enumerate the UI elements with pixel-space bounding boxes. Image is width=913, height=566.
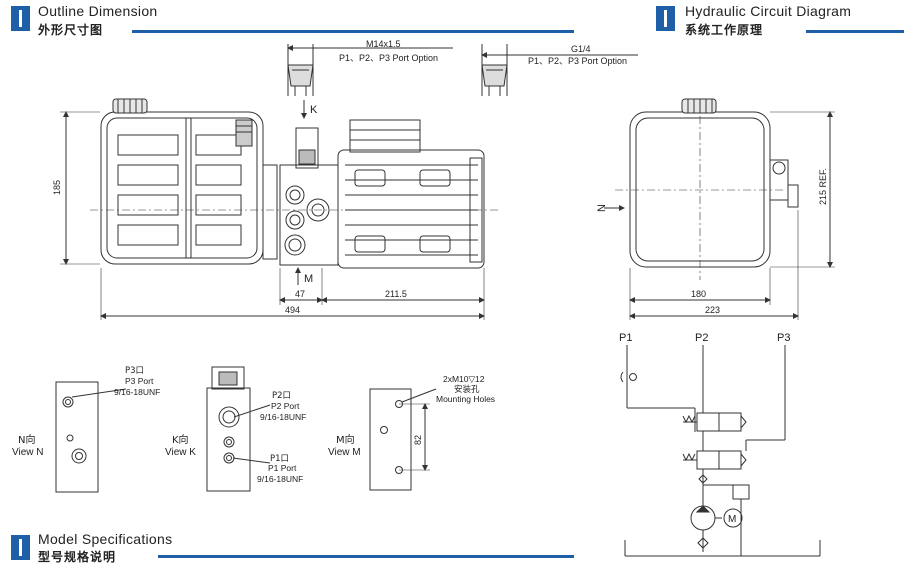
m-view-marker: M	[304, 273, 313, 285]
dim-494: 494	[285, 305, 300, 315]
section-badge-icon	[656, 6, 675, 31]
view-m-cn: M向	[336, 433, 355, 446]
model-title-cn: 型号规格说明	[38, 550, 117, 564]
relief-valve	[732, 484, 750, 500]
m14-option-label: P1、P2、P3 Port Option	[339, 53, 438, 63]
dim-211-5: 211.5	[385, 289, 407, 299]
view-k-drawing	[206, 366, 271, 492]
port-option-m14	[287, 44, 453, 96]
view-n-drawing	[55, 381, 127, 493]
port-option-g14	[481, 44, 638, 96]
hydraulic-circuit	[620, 345, 821, 557]
g14-option-label: P1、P2、P3 Port Option	[528, 56, 627, 66]
hydraulic-underline	[806, 30, 904, 33]
view-n-cn: N向	[18, 433, 35, 446]
view-m-en: View M	[328, 447, 361, 458]
k-view-marker: K	[310, 104, 318, 116]
dim-185: 185	[52, 180, 62, 195]
view-n-p3-cn: P3口	[125, 366, 144, 376]
circuit-p3-label: P3	[777, 332, 790, 344]
n-view-marker: N	[596, 204, 608, 212]
motor	[337, 149, 485, 269]
m14-size-label: M14x1.5	[366, 39, 401, 49]
dim-180: 180	[691, 289, 706, 299]
view-k-p2-en: P2 Port	[271, 401, 300, 411]
circuit-p1-label: P1	[619, 332, 632, 344]
view-k-p2-thread: 9/16-18UNF	[260, 412, 306, 422]
outline-title-cn: 外形尺寸图	[38, 23, 104, 37]
view-k-p2-cn: P2口	[272, 391, 291, 401]
hydraulic-title-cn: 系统工作原理	[685, 23, 764, 37]
motor-symbol	[723, 508, 743, 528]
view-k-p1-cn: P1口	[270, 454, 289, 464]
hydraulic-title-en: Hydraulic Circuit Diagram	[685, 3, 852, 19]
dim-215-ref: 215 REF.	[818, 168, 828, 205]
view-m-dim-82: 82	[413, 435, 423, 445]
manifold-block	[279, 164, 339, 266]
motor-symbol-label: M	[728, 514, 736, 525]
view-k-en: View K	[165, 447, 196, 458]
outline-title-en: Outline Dimension	[38, 3, 158, 19]
view-k-p1-en: P1 Port	[268, 463, 297, 473]
model-title-en: Model Specifications	[38, 531, 173, 547]
section-badge-icon	[11, 6, 30, 31]
view-n-en: View N	[12, 447, 44, 458]
model-underline	[158, 555, 574, 558]
outline-underline	[132, 30, 574, 33]
side-view-drawing	[604, 98, 835, 320]
view-m-mount-en: Mounting Holes	[436, 394, 495, 404]
view-m-mount-spec: 2xM10▽12	[443, 374, 485, 384]
view-k-cn: K向	[172, 433, 189, 446]
view-m-drawing	[369, 388, 437, 491]
view-k-p1-thread: 9/16-18UNF	[257, 474, 303, 484]
section-badge-icon	[11, 535, 30, 560]
view-n-p3-en: P3 Port	[125, 376, 154, 386]
circuit-p2-label: P2	[695, 332, 708, 344]
view-n-p3-thread: 9/16-18UNF	[114, 387, 160, 397]
g14-size-label: G1/4	[571, 44, 591, 54]
front-view-drawing	[60, 98, 500, 320]
dim-223: 223	[705, 305, 720, 315]
dim-47: 47	[295, 289, 305, 299]
view-m-mount-cn: 安装孔	[454, 384, 480, 395]
